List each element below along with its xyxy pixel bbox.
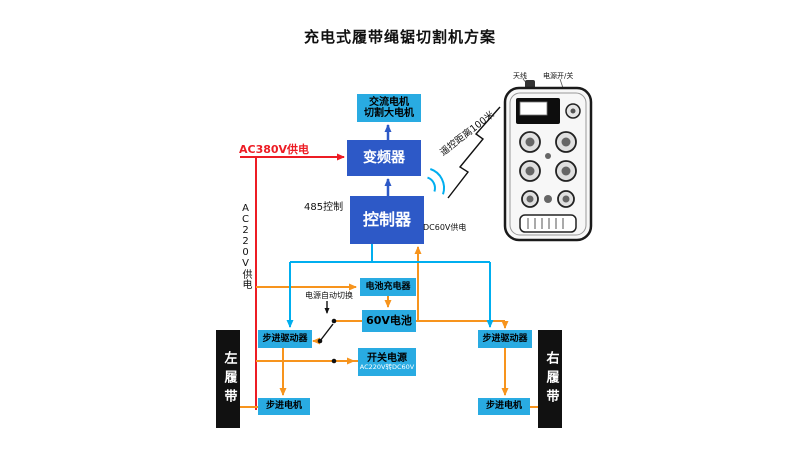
page-title: 充电式履带绳锯切割机方案 xyxy=(303,28,496,46)
box-controller: 控制器 xyxy=(350,196,424,244)
ac380v-label: AC380V供电 xyxy=(239,143,310,156)
box-battery-60v: 60V电池 xyxy=(362,310,416,332)
remote-distance-label: 遥控距离100米 xyxy=(437,108,497,158)
auto-switch-label: 电源自动切换 xyxy=(305,291,353,300)
box-stepper-driver-left: 步进驱动器 xyxy=(258,330,312,348)
radio-link-bolt: 遥控距离100米 xyxy=(437,106,501,199)
antenna-label: 天线 xyxy=(513,71,527,80)
box-stepper-motor-right: 步进电机 xyxy=(478,398,530,415)
box-ac-cutting-motor: 交流电机 切割大电机 xyxy=(357,94,421,122)
power-distribution-lines xyxy=(240,246,538,408)
wireless-signal-icon xyxy=(427,168,446,195)
changeover-switch-icon xyxy=(317,301,337,364)
remote-control: 天线 电源开/关 xyxy=(503,71,593,242)
ac380v-power-lines xyxy=(240,153,345,410)
box-stepper-motor-left: 步进电机 xyxy=(258,398,310,415)
power-switch-label: 电源开/关 xyxy=(543,71,573,80)
box-track-right: 右履带 xyxy=(538,330,562,428)
box-inverter: 变频器 xyxy=(347,140,421,176)
box-track-left: 左履带 xyxy=(216,330,240,428)
dc60v-label: DC60V供电 xyxy=(423,223,467,232)
box-stepper-driver-right: 步进驱动器 xyxy=(478,330,532,348)
485-control-label: 485控制 xyxy=(304,202,344,213)
ac220v-label: AC220V供电 xyxy=(240,203,251,289)
remote-grip xyxy=(519,214,577,233)
box-switching-psu: 开关电源 AC220V转DC60V xyxy=(358,348,416,376)
box-battery-charger: 电池充电器 xyxy=(360,278,416,296)
control-signal-lines xyxy=(286,244,494,328)
